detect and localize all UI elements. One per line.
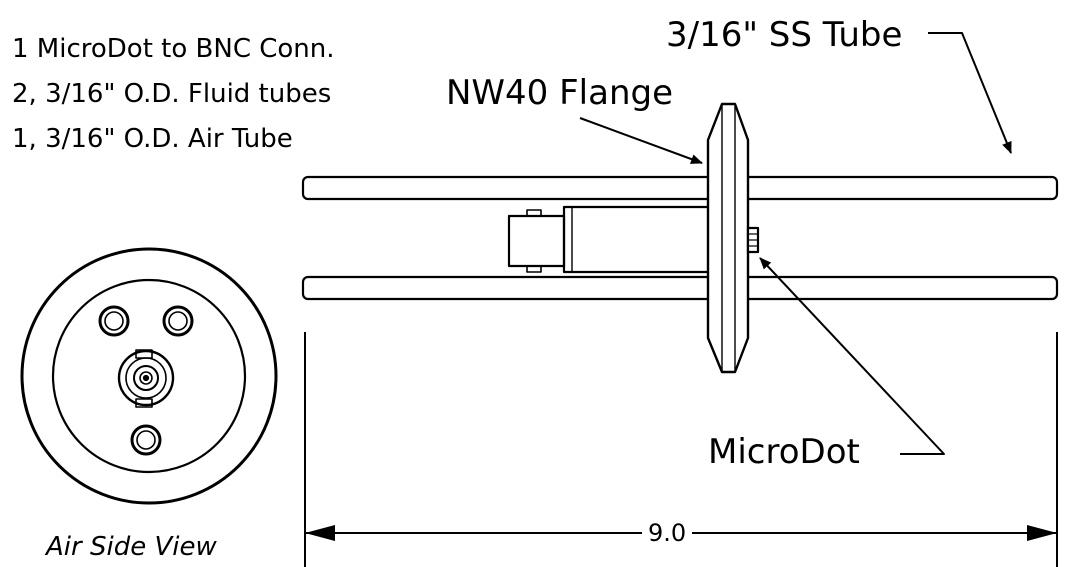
- fluid-tube-port-left: [98, 305, 130, 337]
- spec-line-connector: 1 MicroDot to BNC Conn.: [12, 34, 335, 64]
- ss-tube-callout: 3/16" SS Tube: [666, 15, 903, 55]
- microdot-stub: [746, 226, 760, 254]
- spec-line-fluid-tubes: 2, 3/16" O.D. Fluid tubes: [12, 79, 332, 109]
- flange-inner-circle: [51, 278, 247, 474]
- lower-tube: [301, 275, 1059, 301]
- length-dimension-value: 9.0: [642, 521, 693, 545]
- air-tube-port: [130, 424, 162, 456]
- air-side-view: [20, 247, 278, 505]
- ss-tube-leader: [928, 32, 1012, 154]
- nw40-flange-side: [706, 102, 750, 374]
- leader-lines: [579, 32, 1012, 455]
- flange-callout: NW40 Flange: [446, 73, 674, 113]
- microdot-leader: [759, 257, 945, 455]
- fluid-tube-port-right: [162, 305, 194, 337]
- bnc-end-view: [117, 349, 175, 408]
- flange-outer-circle: [20, 247, 278, 505]
- flange-leader: [579, 117, 703, 164]
- microdot-callout: MicroDot: [708, 432, 860, 472]
- view-caption: Air Side View: [46, 532, 217, 562]
- spec-line-air-tube: 1, 3/16" O.D. Air Tube: [12, 124, 293, 154]
- upper-tube: [301, 175, 1059, 201]
- side-view: [301, 102, 1059, 374]
- bnc-connector-side: [507, 205, 716, 274]
